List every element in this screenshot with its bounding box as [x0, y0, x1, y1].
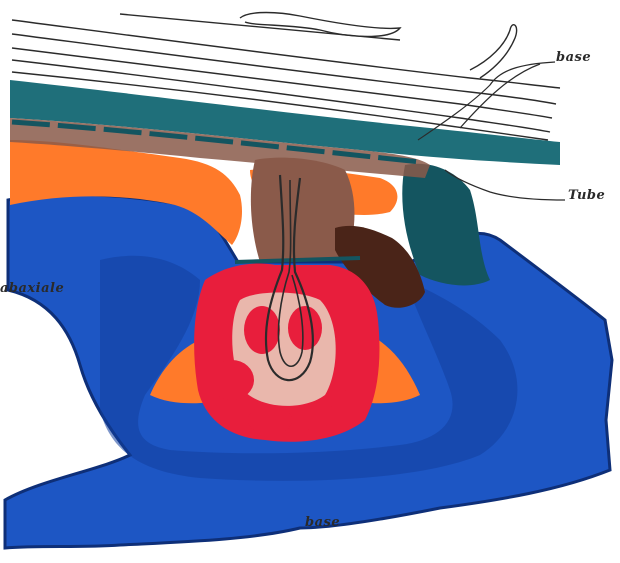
label-right: Tube [568, 188, 605, 203]
label-bottom: base [305, 515, 340, 530]
red-lobule [334, 352, 370, 392]
red-lobule [210, 360, 254, 400]
red-lobule [248, 405, 292, 435]
red-lobule [300, 404, 340, 432]
label-top-right: base [556, 50, 591, 65]
red-lobule [288, 306, 322, 350]
red-lobule [244, 306, 280, 354]
label-left: abaxiale [0, 281, 64, 296]
